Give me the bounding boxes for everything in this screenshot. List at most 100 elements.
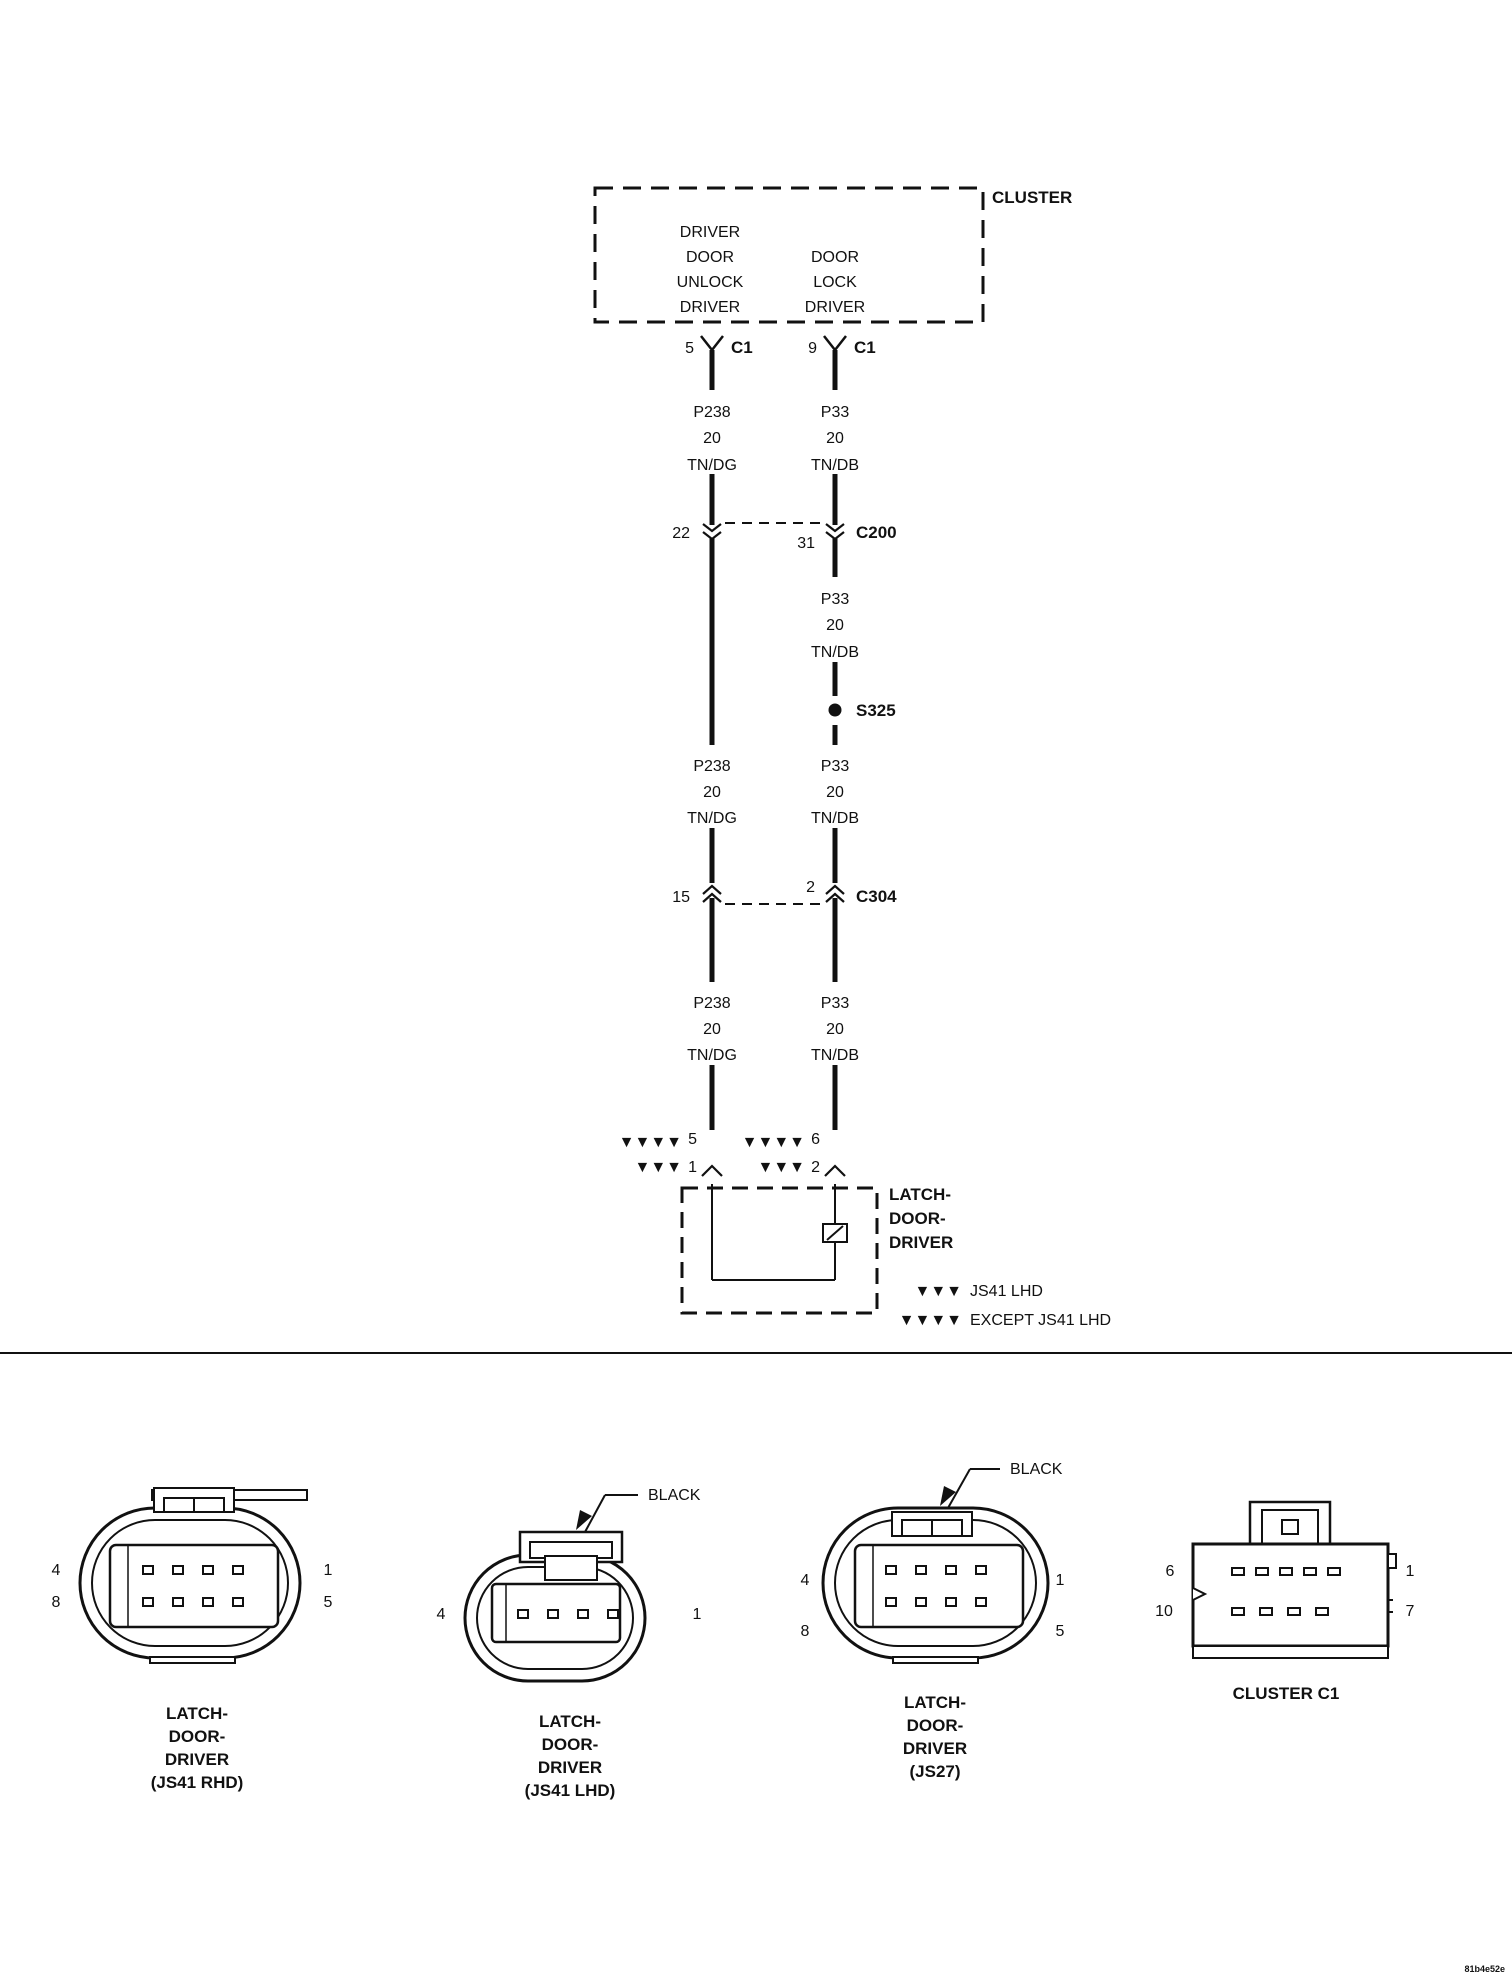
- latch-right-pin-top: 6: [811, 1131, 820, 1148]
- pin-number-top-right: 1: [1056, 1572, 1065, 1589]
- pin-row-top: [1231, 1567, 1341, 1576]
- c1-right-pin-number: 9: [808, 340, 817, 357]
- legend-text-2: EXCEPT JS41 LHD: [970, 1312, 1111, 1329]
- pin-number-top-left: 4: [801, 1572, 810, 1589]
- legend-marker-2: ▼▼▼▼: [899, 1312, 962, 1329]
- latch-title-line-2: DOOR-: [889, 1209, 946, 1228]
- connector-title-line-4: (JS41 RHD): [151, 1773, 244, 1792]
- pin-cavity: [202, 1565, 214, 1575]
- wire-label-p33-2: P33 20 TN/DB: [811, 591, 859, 661]
- pin-cavity: [945, 1565, 957, 1575]
- pin-number-top-right: 1: [324, 1562, 333, 1579]
- pin-row-bottom: [142, 1597, 244, 1607]
- latch-right-pin-bottom: 2: [811, 1159, 820, 1176]
- c200-left-symbol-lower: [702, 531, 722, 541]
- pin-number-top-left: 6: [1166, 1563, 1175, 1580]
- connector-js41-lhd: BLACK 4 1 LATCH- DOOR- DRIVER (JS41 LHD): [437, 1487, 702, 1800]
- connector-title-line-4: (JS41 LHD): [525, 1781, 616, 1800]
- wire-color: TN/DG: [687, 457, 737, 474]
- wire-circuit: P33: [821, 591, 850, 608]
- pin-number-left: 4: [437, 1606, 446, 1623]
- connector-title-line-1: CLUSTER C1: [1233, 1684, 1340, 1703]
- c1-left-pin-number: 5: [685, 340, 694, 357]
- connector-title-line-2: DOOR-: [542, 1735, 599, 1754]
- c1-left-pin-symbol: [700, 335, 724, 353]
- cluster-box: [593, 186, 985, 324]
- splice-dot: [828, 703, 842, 717]
- connector-title-line-1: LATCH-: [539, 1712, 601, 1731]
- pin-cavity: [915, 1597, 927, 1607]
- callout-leader: [947, 1468, 971, 1509]
- pin-cavity: [915, 1565, 927, 1575]
- pin-row: [517, 1609, 619, 1619]
- pin-cavity: [885, 1597, 897, 1607]
- unlock-label-line-3: UNLOCK: [677, 274, 744, 291]
- pin-number-top-right: 1: [1406, 1563, 1415, 1580]
- latch-marker-left-top: ▼▼▼▼: [619, 1134, 682, 1151]
- connector-title-line-3: DRIVER: [538, 1758, 602, 1777]
- pin-number-bottom-left: 8: [52, 1594, 61, 1611]
- pin-cavity: [517, 1609, 529, 1619]
- connector-title-line-2: DOOR-: [169, 1727, 226, 1746]
- wire-gauge: 20: [703, 1021, 721, 1038]
- c304-left-symbol-lower: [702, 892, 722, 903]
- lock-label-line-2: LOCK: [813, 274, 857, 291]
- pin-cavity: [547, 1609, 559, 1619]
- wire-circuit: P238: [693, 995, 730, 1012]
- connector-pin-cavity: [108, 1543, 280, 1629]
- pin-cavity: [232, 1565, 244, 1575]
- wire-circuit: P33: [821, 995, 850, 1012]
- pin-cavity: [1327, 1567, 1341, 1576]
- pin-cavity: [172, 1565, 184, 1575]
- pin-row-bottom: [885, 1597, 987, 1607]
- connector-base: [1192, 1645, 1389, 1659]
- connector-title-line-3: DRIVER: [165, 1750, 229, 1769]
- connector-foot: [149, 1656, 236, 1664]
- pin-row-top: [885, 1565, 987, 1575]
- latch-title-line-1: LATCH-: [889, 1185, 951, 1204]
- wire-label-p238-1: P238 20 TN/DG: [687, 404, 737, 474]
- pin-cavity: [142, 1565, 154, 1575]
- latch-motor-slash: [826, 1225, 844, 1241]
- pin-cavity: [202, 1597, 214, 1607]
- wire-label-p238-3: P238 20 TN/DG: [687, 995, 737, 1064]
- latch-title-line-3: DRIVER: [889, 1233, 953, 1252]
- connector-pin-cavity: [853, 1543, 1025, 1629]
- c1-right-pin-symbol: [823, 335, 847, 353]
- c200-right-symbol-lower: [825, 531, 845, 541]
- wire-color: TN/DB: [811, 810, 859, 827]
- connector-title-line-1: LATCH-: [904, 1693, 966, 1712]
- s325-label: S325: [856, 701, 896, 720]
- latch-left-pin-top: 5: [688, 1131, 697, 1148]
- lock-label-line-1: DOOR: [811, 249, 859, 266]
- pin-row-top: [142, 1565, 244, 1575]
- pin-cavity: [1315, 1607, 1329, 1616]
- pin-cavity: [607, 1609, 619, 1619]
- lock-label-line-3: DRIVER: [805, 299, 865, 316]
- wire-color: TN/DB: [811, 457, 859, 474]
- wire-label-p33-1: P33 20 TN/DB: [811, 404, 859, 474]
- wire-label-p238-2: P238 20 TN/DG: [687, 758, 737, 827]
- legend: ▼▼▼ JS41 LHD ▼▼▼▼ EXCEPT JS41 LHD: [899, 1283, 1111, 1329]
- connector-title-line-2: DOOR-: [907, 1716, 964, 1735]
- pin-number-top-left: 4: [52, 1562, 61, 1579]
- c200-left-pin: 22: [672, 525, 690, 542]
- latch-marker-right-bottom: ▼▼▼: [757, 1159, 805, 1176]
- c304-right-pin: 2: [806, 879, 815, 896]
- legend-marker-1: ▼▼▼: [914, 1283, 962, 1300]
- pin-cavity: [1259, 1607, 1273, 1616]
- cluster-module: CLUSTER DRIVER DOOR UNLOCK DRIVER DOOR L…: [593, 186, 1072, 324]
- connector-title-line-3: DRIVER: [903, 1739, 967, 1758]
- figure-id: 81b4e52e: [1464, 1964, 1505, 1974]
- pin-number-bottom-right: 7: [1406, 1603, 1415, 1620]
- wire-gauge: 20: [826, 784, 844, 801]
- pin-cavity: [945, 1597, 957, 1607]
- legend-text-1: JS41 LHD: [970, 1283, 1043, 1300]
- c304-left-pin: 15: [672, 889, 690, 906]
- connector-color-label: BLACK: [648, 1487, 701, 1504]
- connector-js41-rhd: 4 8 1 5 LATCH- DOOR- DRIVER (JS41 RHD): [52, 1487, 333, 1792]
- pin-cavity: [1231, 1567, 1245, 1576]
- pin-cavity: [142, 1597, 154, 1607]
